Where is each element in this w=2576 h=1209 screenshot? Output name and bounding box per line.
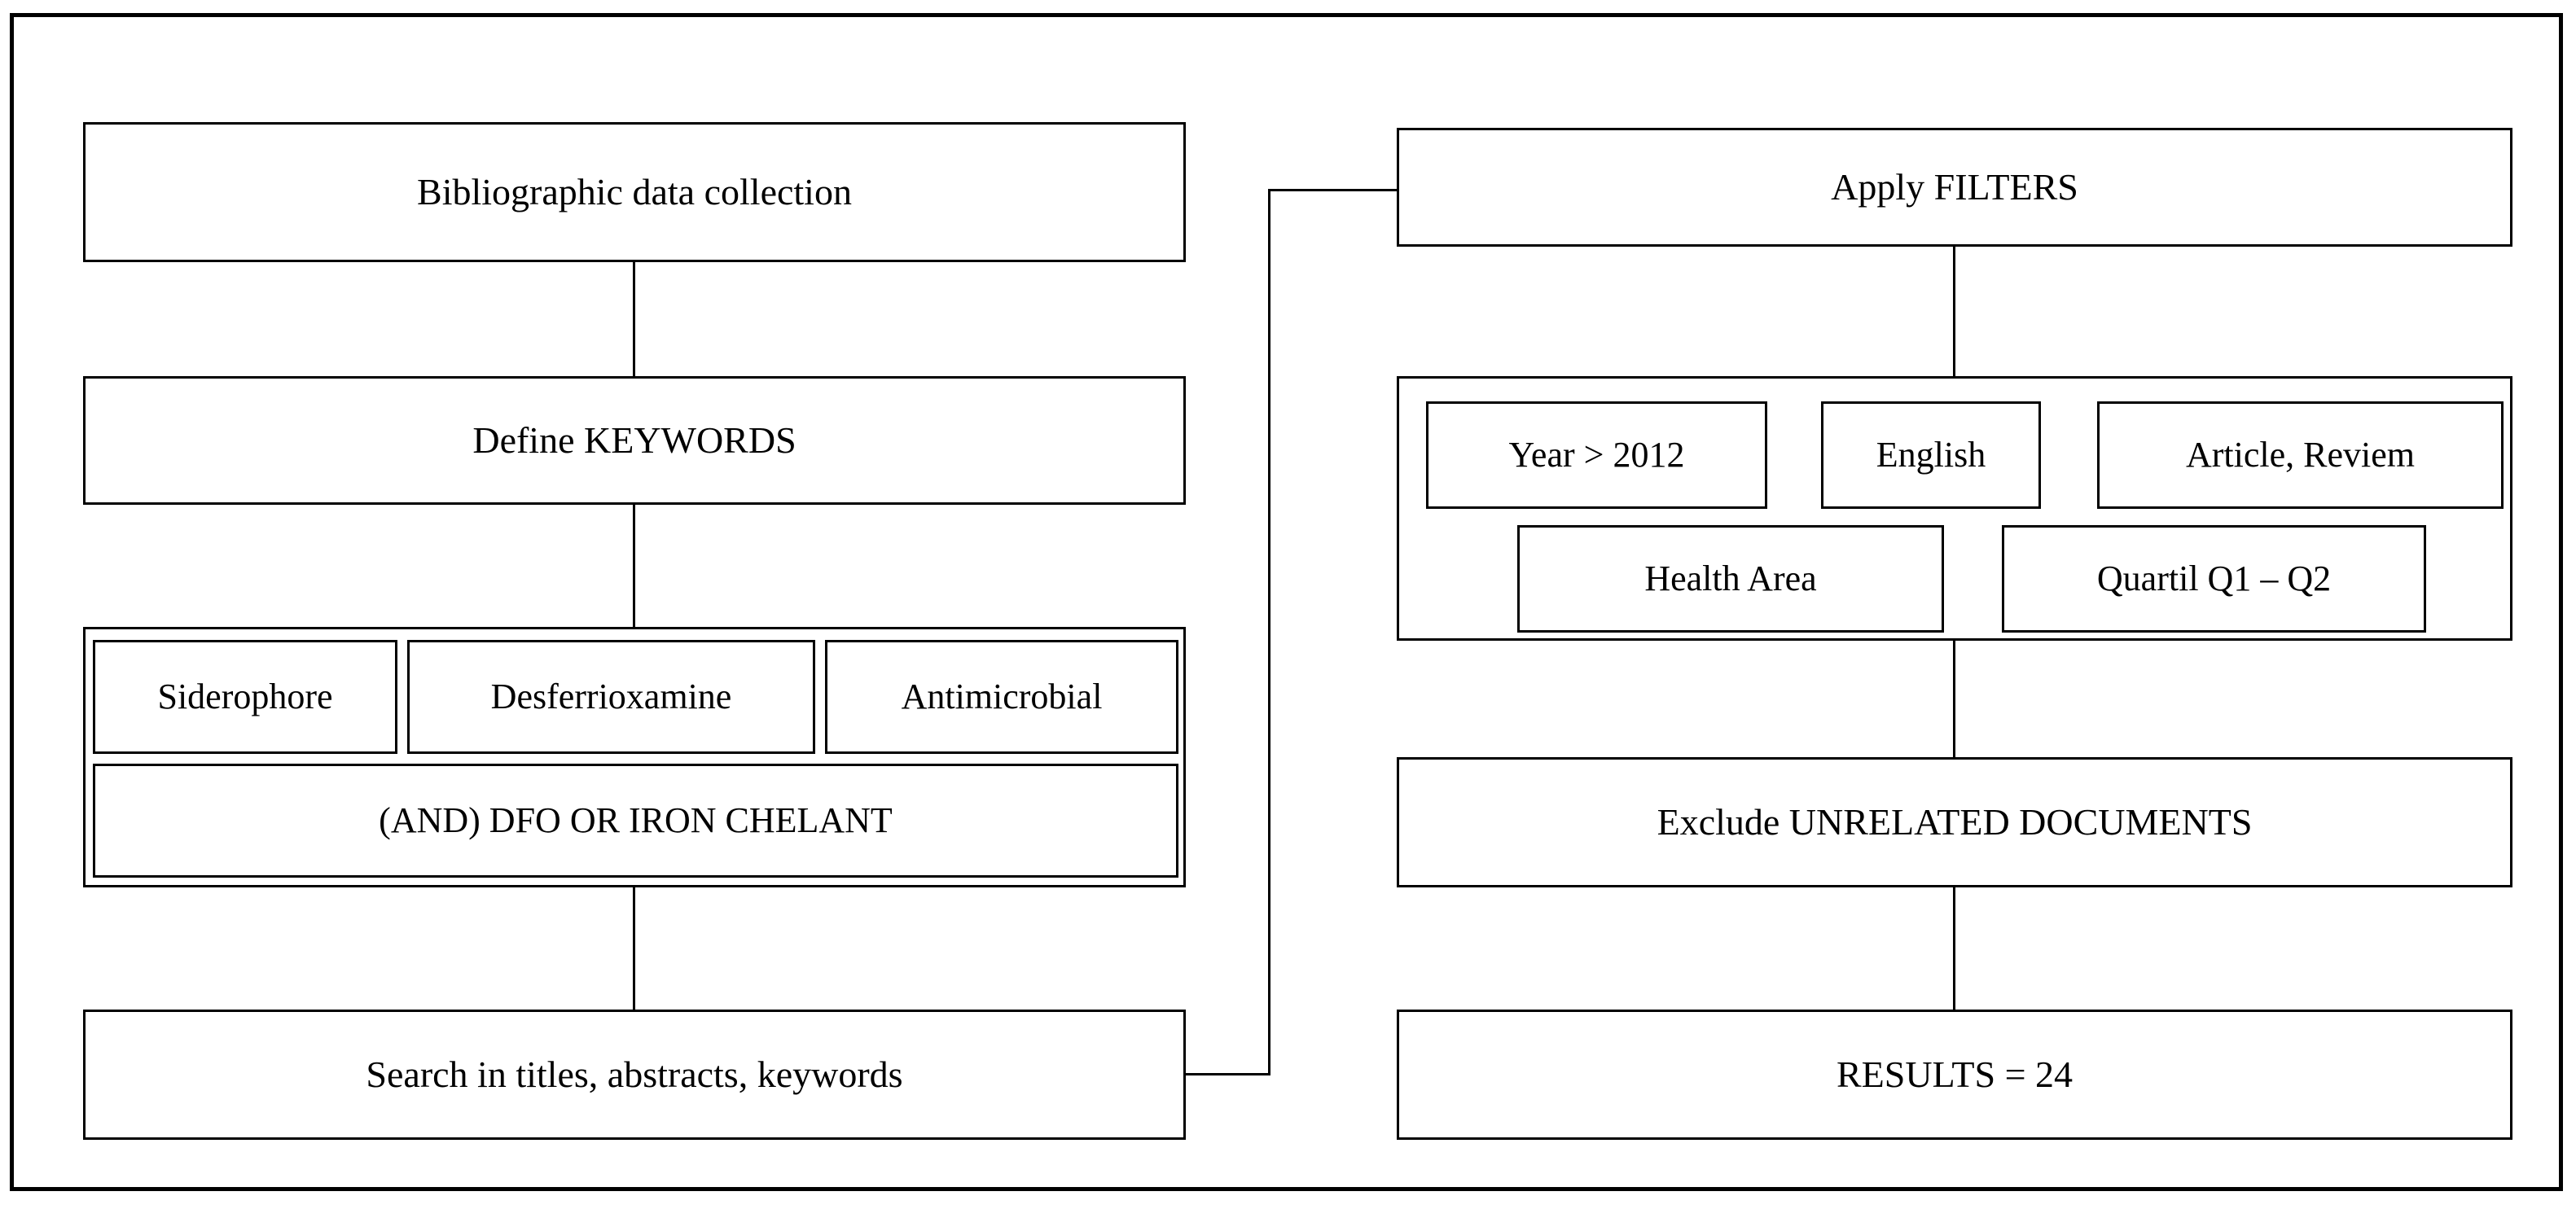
keyword-term-antimicrobial[interactable]: Antimicrobial bbox=[825, 640, 1178, 754]
filter-quartile-label: Quartil Q1 – Q2 bbox=[2096, 558, 2332, 598]
keyword-term-desferrioxamine[interactable]: Desferrioxamine bbox=[407, 640, 815, 754]
filter-year[interactable]: Year > 2012 bbox=[1426, 401, 1767, 509]
filter-health-area[interactable]: Health Area bbox=[1517, 525, 1944, 633]
filter-language-label: English bbox=[1876, 434, 1986, 475]
connector-elbow-segment-right-upper bbox=[1268, 189, 1399, 191]
filter-language[interactable]: English bbox=[1821, 401, 2041, 509]
keyword-term-desferrioxamine-label: Desferrioxamine bbox=[490, 676, 732, 716]
node-define-keywords[interactable]: Define KEYWORDS bbox=[83, 376, 1186, 505]
filter-document-type-label: Article, Reviem bbox=[2185, 434, 2415, 475]
node-search-scope-label: Search in titles, abstracts, keywords bbox=[366, 1053, 903, 1095]
filter-year-label: Year > 2012 bbox=[1508, 434, 1685, 475]
keyword-combiner-label: (AND) DFO OR IRON CHELANT bbox=[379, 799, 893, 840]
node-apply-filters-label: Apply FILTERS bbox=[1831, 165, 2078, 208]
keyword-term-siderophore-label: Siderophore bbox=[157, 676, 333, 716]
node-results[interactable]: RESULTS = 24 bbox=[1397, 1010, 2512, 1140]
connector-filtergroup-to-exclude bbox=[1953, 641, 1955, 757]
keyword-combiner-box[interactable]: (AND) DFO OR IRON CHELANT bbox=[93, 764, 1178, 878]
keyword-group-container: Siderophore Desferrioxamine Antimicrobia… bbox=[83, 627, 1186, 887]
filters-group-container: Year > 2012 English Article, Reviem Heal… bbox=[1397, 376, 2512, 641]
node-define-keywords-label: Define KEYWORDS bbox=[472, 418, 796, 461]
connector-keywords-to-terms bbox=[633, 505, 635, 627]
connector-terms-to-search bbox=[633, 887, 635, 1010]
connector-filters-to-filtergroup bbox=[1953, 247, 1955, 376]
connector-elbow-segment-right-lower bbox=[1186, 1073, 1270, 1075]
node-search-scope[interactable]: Search in titles, abstracts, keywords bbox=[83, 1010, 1186, 1140]
node-bibliographic-data-collection-label: Bibliographic data collection bbox=[417, 170, 852, 212]
connector-exclude-to-results bbox=[1953, 887, 1955, 1010]
filter-quartile[interactable]: Quartil Q1 – Q2 bbox=[2002, 525, 2426, 633]
node-exclude-unrelated-documents[interactable]: Exclude UNRELATED DOCUMENTS bbox=[1397, 757, 2512, 887]
connector-elbow-segment-vertical bbox=[1268, 189, 1270, 1075]
filter-document-type[interactable]: Article, Reviem bbox=[2097, 401, 2504, 509]
keyword-term-antimicrobial-label: Antimicrobial bbox=[901, 676, 1103, 716]
node-bibliographic-data-collection[interactable]: Bibliographic data collection bbox=[83, 122, 1186, 262]
node-exclude-unrelated-documents-label: Exclude UNRELATED DOCUMENTS bbox=[1657, 800, 2253, 843]
node-results-label: RESULTS = 24 bbox=[1836, 1053, 2074, 1095]
connector-collection-to-keywords bbox=[633, 262, 635, 376]
keyword-term-siderophore[interactable]: Siderophore bbox=[93, 640, 397, 754]
filter-health-area-label: Health Area bbox=[1644, 558, 1817, 598]
diagram-outer-border bbox=[10, 13, 2563, 1191]
node-apply-filters[interactable]: Apply FILTERS bbox=[1397, 128, 2512, 247]
